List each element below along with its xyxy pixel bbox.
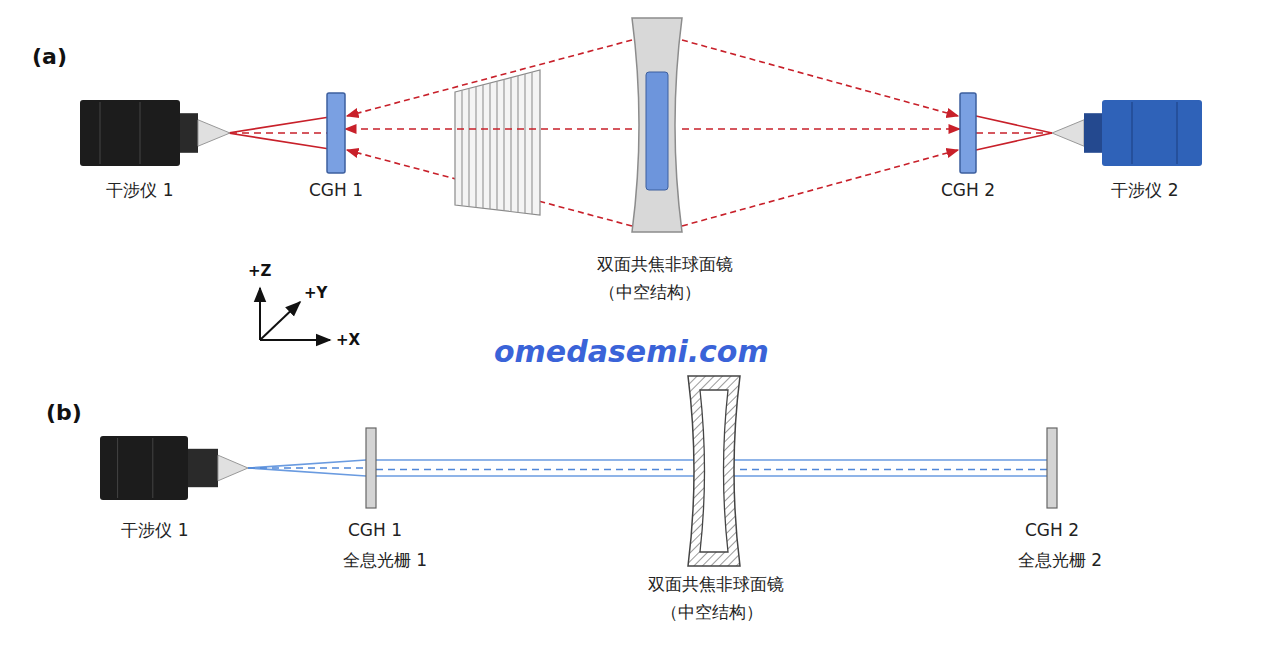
cgh-plate: CGH 1全息光栅 1	[366, 428, 376, 508]
grating-line	[524, 74, 525, 213]
component-label: 干涉仪 2	[1111, 180, 1178, 200]
grating-line	[461, 90, 462, 206]
interferometer-shape	[80, 100, 230, 166]
component-label: 干涉仪 1	[106, 180, 173, 200]
mirror-shape	[688, 376, 740, 566]
panel-label: (b)	[46, 400, 82, 425]
mirror-shape	[632, 18, 682, 232]
grating-line	[489, 83, 490, 209]
grating-line	[482, 85, 483, 209]
cgh-plate: CGH 2全息光栅 2	[1047, 428, 1057, 508]
axis-label: +X	[336, 331, 360, 349]
beam-axis	[976, 132, 1052, 134]
interferometer: 干涉仪 1	[100, 436, 248, 500]
cgh-plate-shape	[366, 428, 376, 508]
component-label: 双面共焦非球面镜	[597, 254, 733, 274]
aspheric-mirror: 双面共焦非球面镜（中空结构）	[632, 18, 682, 232]
interferometer: 干涉仪 1	[80, 100, 230, 166]
component-label: CGH 2	[1025, 520, 1079, 540]
aspheric-mirror: 双面共焦非球面镜（中空结构）	[688, 376, 740, 566]
grating-line	[468, 88, 469, 206]
beam-axis	[682, 128, 960, 130]
beam-axis	[230, 132, 327, 134]
watermark: omedasemi.com	[494, 334, 769, 369]
component-label: CGH 1	[309, 180, 363, 200]
beam-axis	[740, 469, 1047, 471]
grating-line	[531, 72, 532, 214]
component-label: 双面共焦非球面镜	[648, 574, 784, 594]
cgh-plate-shape	[960, 93, 976, 173]
beam-axis	[376, 469, 688, 471]
cgh-plate-shape	[1047, 428, 1057, 508]
cgh-plate: CGH 1	[327, 93, 345, 173]
interferometer-shape	[1052, 100, 1202, 166]
grating-line	[517, 76, 518, 213]
grating-line	[503, 79, 504, 210]
beam-axis	[248, 467, 366, 469]
axis-label: +Z	[248, 262, 271, 280]
panel-label: (a)	[32, 44, 67, 69]
component-label: CGH 2	[941, 180, 995, 200]
component-label: 干涉仪 1	[121, 520, 188, 540]
component-label: 全息光栅 1	[343, 550, 427, 570]
axis-label: +Y	[304, 284, 327, 302]
cgh-plate-shape	[327, 93, 345, 173]
interferometer: 干涉仪 2	[1052, 100, 1202, 166]
component-label: （中空结构）	[599, 282, 701, 302]
fringe-grating	[455, 70, 540, 215]
grating-line	[510, 78, 511, 212]
component-label: CGH 1	[348, 520, 402, 540]
interferometer-shape	[100, 436, 248, 500]
grating-line	[475, 87, 476, 208]
beam-axis	[345, 128, 632, 130]
cgh-plate: CGH 2	[960, 93, 976, 173]
component-label: （中空结构）	[661, 602, 763, 622]
component-label: 全息光栅 2	[1018, 550, 1102, 570]
grating-line	[496, 81, 497, 210]
